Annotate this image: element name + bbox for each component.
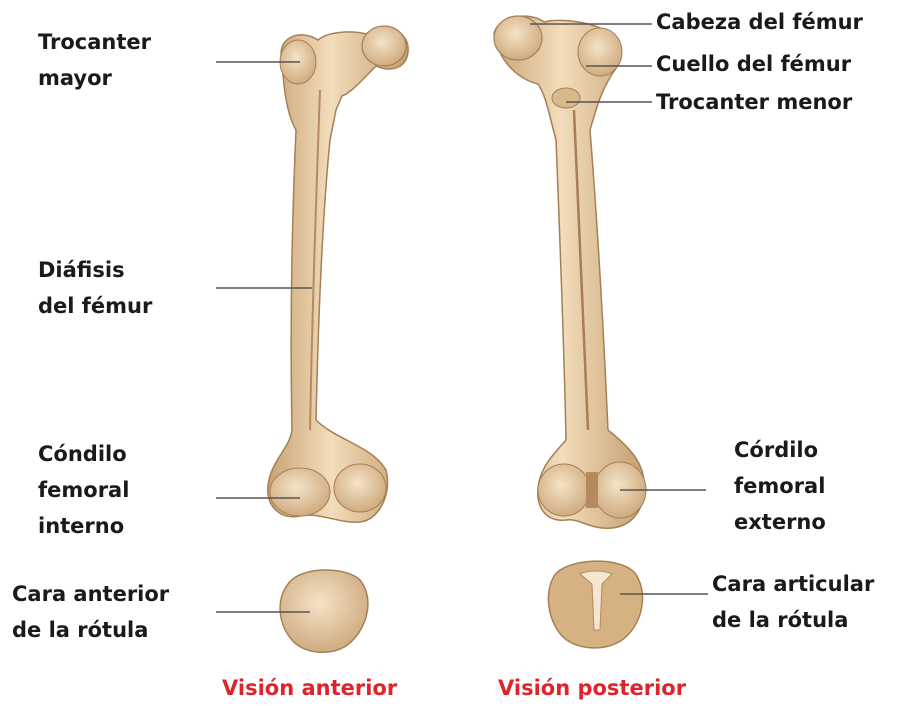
label-condilo-externo: Córdilo femoral externo (734, 432, 826, 540)
label-condilo-interno: Cóndilo femoral interno (38, 436, 129, 544)
label-line: Cara articular (712, 566, 874, 602)
patella-anterior (280, 570, 368, 652)
label-line: del fémur (38, 288, 152, 324)
caption-vision-anterior: Visión anterior (222, 676, 397, 700)
femur-anterior-lateral-condyle (334, 464, 386, 512)
femur-anterior-body (268, 30, 408, 522)
femur-posterior-lesser-trochanter (552, 88, 580, 108)
label-cuello-femur: Cuello del fémur (656, 46, 851, 82)
label-line: interno (38, 508, 129, 544)
femur-posterior-medial-condyle (538, 464, 590, 516)
femur-anterior-medial-condyle (270, 468, 330, 516)
femur-posterior-intercondylar-fossa (586, 472, 598, 508)
label-cara-anterior: Cara anterior de la rótula (12, 576, 169, 648)
label-line: Cóndilo (38, 436, 129, 472)
femur-posterior-greater-trochanter (578, 28, 622, 76)
label-line: Córdilo (734, 432, 826, 468)
label-trocanter-menor: Trocanter menor (656, 84, 852, 120)
femur-posterior-head (494, 16, 542, 60)
label-trocanter-mayor: Trocanter mayor (38, 24, 151, 96)
label-line: femoral (734, 468, 826, 504)
femur-anterior (268, 26, 408, 522)
label-line: mayor (38, 60, 151, 96)
femur-anterior-head (362, 26, 406, 66)
label-cabeza-femur: Cabeza del fémur (656, 4, 863, 40)
femur-posterior (494, 16, 646, 528)
label-line: Cara anterior (12, 576, 169, 612)
patella-posterior (548, 561, 642, 648)
label-line: Trocanter (38, 24, 151, 60)
label-cara-articular: Cara articular de la rótula (712, 566, 874, 638)
label-diafisis: Diáfisis del fémur (38, 252, 152, 324)
label-line: de la rótula (712, 602, 874, 638)
label-line: femoral (38, 472, 129, 508)
caption-vision-posterior: Visión posterior (498, 676, 686, 700)
label-line: Diáfisis (38, 252, 152, 288)
label-line: de la rótula (12, 612, 169, 648)
label-line: externo (734, 504, 826, 540)
